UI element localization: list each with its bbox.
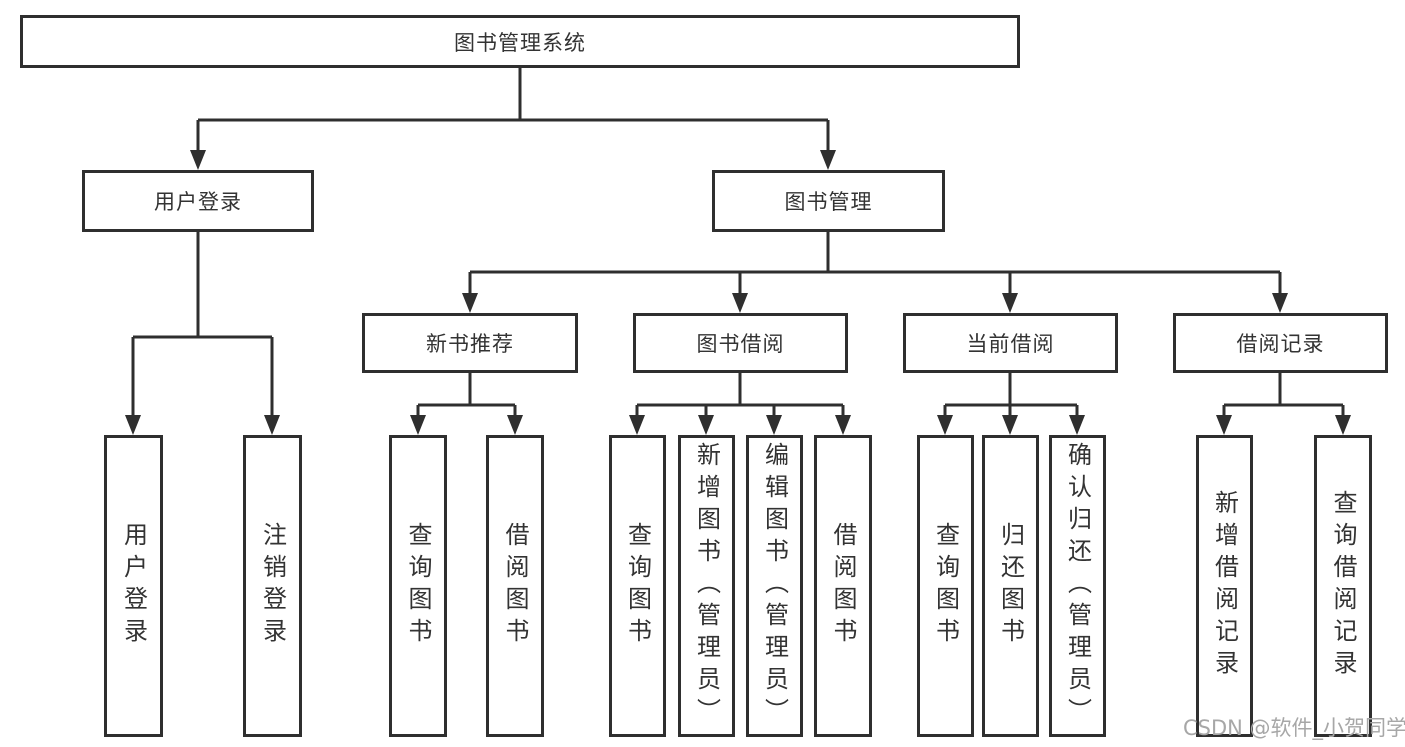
leaf-edit-book-admin-label: 编辑图书（管理员） bbox=[760, 442, 789, 730]
leaf-logout-label: 注销登录 bbox=[258, 522, 287, 650]
leaf-query-book-recommend: 查询图书 bbox=[389, 435, 447, 737]
leaf-return-book: 归还图书 bbox=[982, 435, 1039, 737]
leaf-user-login-label: 用户登录 bbox=[119, 522, 148, 650]
node-root: 图书管理系统 bbox=[20, 15, 1020, 68]
node-user-login: 用户登录 bbox=[82, 170, 314, 232]
node-user-login-label: 用户登录 bbox=[154, 190, 242, 214]
leaf-query-borrow-record: 查询借阅记录 bbox=[1314, 435, 1372, 737]
node-book-management-label: 图书管理 bbox=[784, 190, 873, 214]
leaf-add-borrow-record: 新增借阅记录 bbox=[1196, 435, 1253, 737]
node-borrow-records: 借阅记录 bbox=[1173, 313, 1388, 373]
leaf-borrow-book-recommend-label: 借阅图书 bbox=[501, 522, 529, 650]
leaf-query-book-borrow: 查询图书 bbox=[609, 435, 666, 737]
node-book-management: 图书管理 bbox=[712, 170, 945, 232]
leaf-borrow-book: 借阅图书 bbox=[814, 435, 872, 737]
node-new-book-recommend-label: 新书推荐 bbox=[426, 332, 514, 356]
leaf-return-book-label: 归还图书 bbox=[996, 522, 1025, 650]
leaf-logout: 注销登录 bbox=[243, 435, 302, 737]
leaf-confirm-return-admin-label: 确认归还（管理员） bbox=[1063, 442, 1092, 730]
csdn-watermark: CSDN @软件_小贺同学 bbox=[1183, 716, 1405, 740]
leaf-borrow-book-label: 借阅图书 bbox=[829, 522, 857, 650]
node-borrow-records-label: 借阅记录 bbox=[1236, 332, 1325, 356]
node-current-borrow: 当前借阅 bbox=[903, 313, 1118, 373]
arrowheads bbox=[125, 150, 1351, 435]
leaf-query-book-current-label: 查询图书 bbox=[931, 522, 960, 650]
node-new-book-recommend: 新书推荐 bbox=[362, 313, 578, 373]
node-book-borrow: 图书借阅 bbox=[633, 313, 848, 373]
node-current-borrow-label: 当前借阅 bbox=[966, 332, 1055, 356]
leaf-query-book-current: 查询图书 bbox=[917, 435, 974, 737]
leaf-confirm-return-admin: 确认归还（管理员） bbox=[1049, 435, 1106, 737]
leaf-user-login: 用户登录 bbox=[104, 435, 163, 737]
leaf-query-borrow-record-label: 查询借阅记录 bbox=[1329, 490, 1357, 682]
leaf-add-book-admin: 新增图书（管理员） bbox=[678, 435, 735, 737]
leaf-edit-book-admin: 编辑图书（管理员） bbox=[746, 435, 803, 737]
leaf-query-book-borrow-label: 查询图书 bbox=[623, 522, 652, 650]
leaf-add-borrow-record-label: 新增借阅记录 bbox=[1210, 490, 1239, 682]
node-root-label: 图书管理系统 bbox=[454, 30, 586, 55]
leaf-query-book-recommend-label: 查询图书 bbox=[404, 522, 432, 650]
leaf-borrow-book-recommend: 借阅图书 bbox=[486, 435, 544, 737]
leaf-add-book-admin-label: 新增图书（管理员） bbox=[692, 442, 721, 730]
node-book-borrow-label: 图书借阅 bbox=[696, 332, 785, 356]
